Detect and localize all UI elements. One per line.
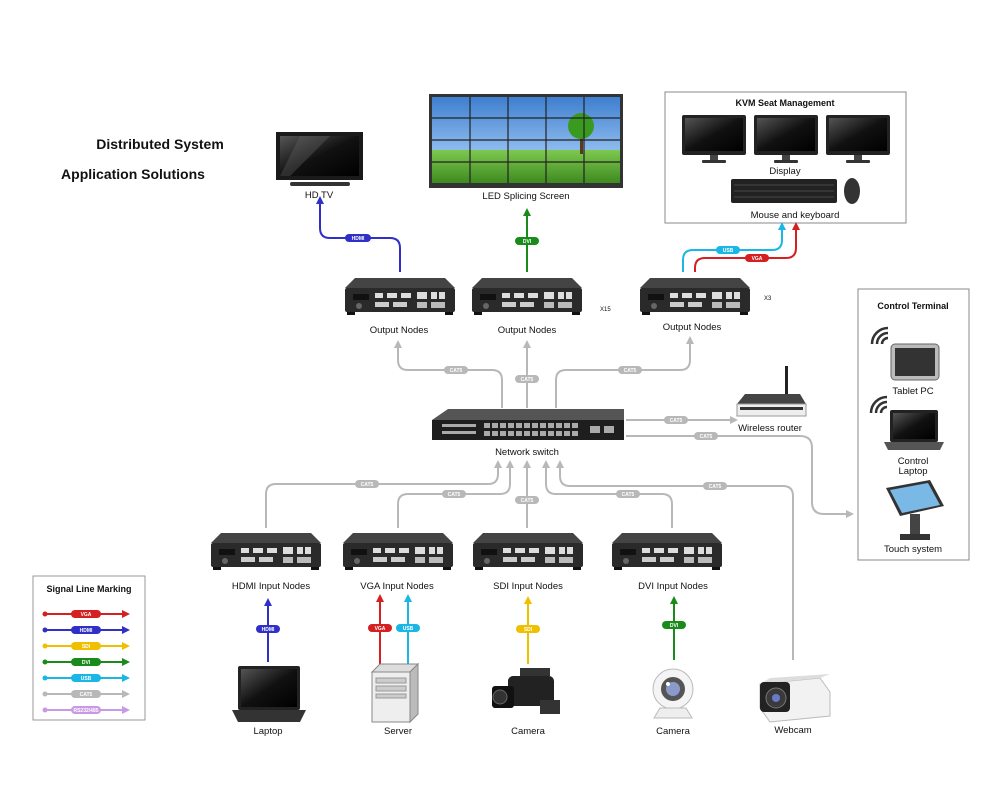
wifi-icon: [870, 326, 889, 345]
legend-item-label: SDI: [82, 644, 91, 650]
svg-text:CAT5: CAT5: [521, 498, 534, 504]
output-nodes-label-1: Output Nodes: [370, 325, 429, 336]
vga-input-nodes-label: VGA Input Nodes: [360, 581, 434, 592]
legend-item: RS232/485: [42, 706, 130, 714]
usb-tag: USB: [403, 626, 414, 632]
x15-label: X15: [600, 307, 611, 313]
vga-line: [694, 222, 800, 272]
legend-item: HDMI: [42, 626, 130, 634]
input-node-device-icon: [343, 533, 453, 570]
wireless-router-icon: [736, 366, 807, 417]
tablet-pc-icon: [890, 343, 940, 381]
wireless-router-label: Wireless router: [738, 423, 802, 434]
vga-tag: VGA: [752, 256, 763, 262]
legend-item-label: VGA: [81, 612, 92, 618]
svg-text:CAT5: CAT5: [361, 482, 374, 488]
usb-tag: USB: [723, 248, 734, 254]
display-monitor-icon: [754, 115, 818, 163]
output-node-device-icon: [345, 278, 455, 315]
keyboard-icon: [731, 179, 837, 203]
input-node-device-icon: [612, 533, 722, 570]
laptop-icon: [232, 666, 306, 722]
legend-item-label: HDMI: [80, 628, 93, 634]
svg-text:CAT5: CAT5: [450, 368, 463, 374]
output-node-device-icon: [640, 278, 750, 315]
video-camera-icon: [492, 668, 560, 714]
cat5-line: [626, 435, 854, 518]
control-terminal-title: Control Terminal: [877, 301, 948, 311]
hdmi-tag: HDMI: [352, 236, 365, 242]
output-node-device-icon: [472, 278, 582, 315]
cat5-tag-text: CAT5: [700, 434, 713, 440]
control-laptop-icon: [884, 410, 944, 450]
title-line-2: Application Solutions: [61, 166, 205, 182]
cat5-tag: CAT5 CAT5 CAT5 CAT5 CAT5: [355, 480, 727, 504]
network-switch-label: Network switch: [495, 447, 559, 458]
mouse-icon: [844, 178, 860, 204]
input-node-device-icon: [211, 533, 321, 570]
led-splicing-screen-icon: [429, 94, 623, 188]
display-monitor-icon: [826, 115, 890, 163]
legend-item: VGA: [42, 610, 130, 618]
svg-text:CAT5: CAT5: [709, 484, 722, 490]
output-nodes-label-3: Output Nodes: [663, 322, 722, 333]
legend-item: DVI: [42, 658, 130, 666]
server-label: Server: [384, 726, 412, 737]
laptop-label: Laptop: [253, 726, 282, 737]
sdi-input-nodes-label: SDI Input Nodes: [493, 581, 563, 592]
svg-text:CAT5: CAT5: [521, 377, 534, 383]
legend-item: CAT5: [42, 690, 130, 698]
sdi-tag: SDI: [524, 627, 533, 633]
dvi-tag: DVI: [523, 239, 532, 245]
webcam-icon: [652, 668, 694, 719]
webcam-label: Webcam: [774, 725, 811, 736]
hdmi-input-nodes-label: HDMI Input Nodes: [232, 581, 310, 592]
kvm-title: KVM Seat Management: [735, 98, 834, 108]
hdtv-icon: [276, 132, 363, 186]
camera-label-1: Camera: [511, 726, 546, 737]
control-terminal-box: [857, 288, 970, 561]
display-label: Display: [769, 166, 800, 177]
camera-label-2: Camera: [656, 726, 691, 737]
dvi-input-nodes-label: DVI Input Nodes: [638, 581, 708, 592]
touch-system-kiosk-icon: [886, 480, 944, 540]
network-switch-icon: [432, 409, 624, 440]
touch-system-label: Touch system: [884, 544, 942, 555]
output-nodes-label-2: Output Nodes: [498, 325, 557, 336]
ip-camera-icon: [759, 674, 831, 723]
legend-item-label: DVI: [82, 660, 91, 666]
cat5-tag: [694, 432, 718, 440]
cat5-tag: CAT5 CAT5 CAT5: [444, 366, 642, 383]
hdmi-tag: HDMI: [262, 627, 275, 633]
mouse-keyboard-label: Mouse and keyboard: [751, 210, 840, 221]
legend-title: Signal Line Marking: [46, 584, 131, 594]
legend-item-label: USB: [81, 676, 92, 682]
led-splicing-label: LED Splicing Screen: [482, 191, 569, 202]
legend-item-label: CAT5: [80, 692, 93, 698]
svg-text:CAT5: CAT5: [448, 492, 461, 498]
vga-tag: VGA: [375, 626, 386, 632]
server-icon: [370, 662, 420, 724]
display-monitor-icon: [682, 115, 746, 163]
dvi-tag: DVI: [670, 623, 679, 629]
cat5-tag-text: CAT5: [670, 418, 683, 424]
control-label-line1: Control: [898, 456, 929, 467]
tablet-pc-label: Tablet PC: [892, 386, 933, 397]
wifi-icon: [869, 395, 888, 414]
svg-text:CAT5: CAT5: [624, 368, 637, 374]
svg-text:CAT5: CAT5: [622, 492, 635, 498]
hdtv-label: HD TV: [305, 190, 334, 201]
cat5-tag: [664, 416, 688, 424]
signal-legend-box: [32, 575, 146, 721]
legend-item: SDI: [42, 642, 130, 650]
title-line-1: Distributed System: [96, 136, 224, 152]
legend-item-label: RS232/485: [73, 708, 98, 714]
control-label-line2: Laptop: [898, 466, 927, 477]
legend-item: USB: [42, 674, 130, 682]
x3-label: X3: [764, 296, 772, 302]
input-node-device-icon: [473, 533, 583, 570]
